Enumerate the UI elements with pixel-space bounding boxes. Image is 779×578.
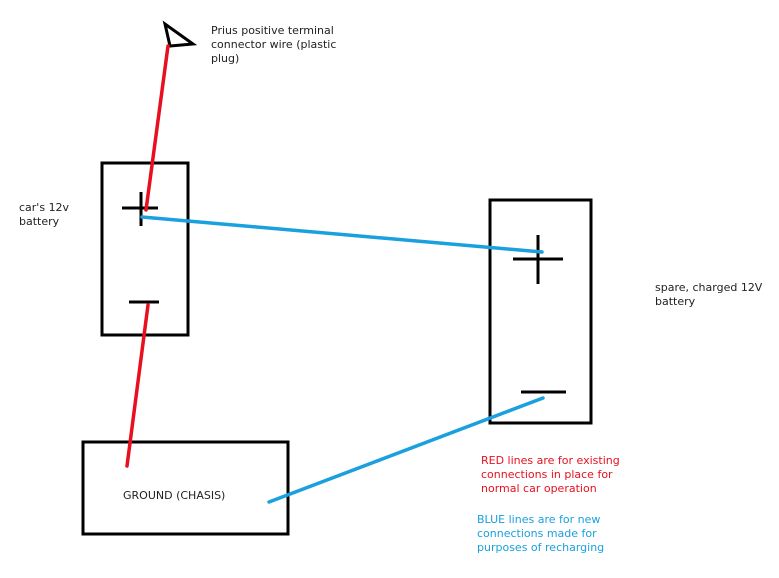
spare-battery-label-line-1: spare, charged 12V xyxy=(655,281,763,294)
prius-connector-label: Prius positive terminal connector wire (… xyxy=(211,24,336,66)
car-battery-label-line-2: battery xyxy=(19,215,60,228)
spare-battery-box xyxy=(488,198,593,425)
blue-wire-positive-to-positive xyxy=(140,215,544,254)
blue-wire-ground-to-spare-negative xyxy=(267,396,545,504)
spare-battery-positive-terminal xyxy=(513,235,563,284)
legend-red: RED lines are for existing connections i… xyxy=(481,454,620,496)
prius-label-line-1: Prius positive terminal xyxy=(211,24,334,37)
legend-red-line-2: connections in place for xyxy=(481,468,613,481)
car-battery-box xyxy=(100,161,190,337)
prius-label-line-2: connector wire (plastic xyxy=(211,38,337,51)
legend-red-line-3: normal car operation xyxy=(481,482,597,495)
spare-battery-label: spare, charged 12V battery xyxy=(655,281,762,309)
red-wire-negative-to-ground xyxy=(125,303,150,468)
prius-label-line-3: plug) xyxy=(211,52,240,65)
car-battery-positive-terminal xyxy=(122,192,158,226)
car-battery-label-line-1: car's 12v xyxy=(19,201,70,214)
legend-blue-line-3: purposes of recharging xyxy=(477,541,605,554)
car-battery-label: car's 12v battery xyxy=(19,201,69,229)
legend-red-line-1: RED lines are for existing xyxy=(481,454,620,467)
legend-blue-line-1: BLUE lines are for new xyxy=(477,513,601,526)
ground-chassis-box xyxy=(81,440,290,536)
legend-blue-line-2: connections made for xyxy=(477,527,597,540)
ground-label: GROUND (CHASIS) xyxy=(123,489,226,502)
prius-connector-plug xyxy=(162,20,198,48)
spare-battery-label-line-2: battery xyxy=(655,295,696,308)
legend-blue: BLUE lines are for new connections made … xyxy=(477,513,604,555)
red-wire-prius-to-positive xyxy=(144,44,170,212)
